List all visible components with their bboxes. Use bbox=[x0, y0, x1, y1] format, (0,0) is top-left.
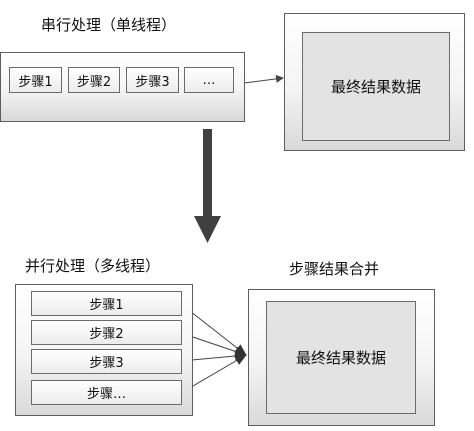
serial-step-2: 步骤2 bbox=[68, 67, 120, 93]
parallel-step-1: 步骤1 bbox=[31, 291, 182, 316]
parallel-result-box: 最终结果数据 bbox=[266, 301, 416, 414]
serial-title: 串行处理（单线程） bbox=[41, 16, 177, 34]
serial-to-result-arrow bbox=[243, 74, 284, 84]
merge-title: 步骤结果合并 bbox=[289, 260, 380, 278]
serial-result-box: 最终结果数据 bbox=[302, 32, 450, 141]
transition-down-arrow bbox=[194, 129, 221, 243]
parallel-step-more: 步骤… bbox=[31, 380, 182, 405]
parallel-title: 并行处理（多线程） bbox=[25, 257, 161, 275]
serial-step-1: 步骤1 bbox=[9, 67, 62, 93]
parallel-step-3: 步骤3 bbox=[31, 349, 182, 374]
serial-step-3: 步骤3 bbox=[126, 67, 179, 93]
serial-step-more: … bbox=[184, 67, 234, 93]
parallel-step-2: 步骤2 bbox=[31, 320, 182, 345]
